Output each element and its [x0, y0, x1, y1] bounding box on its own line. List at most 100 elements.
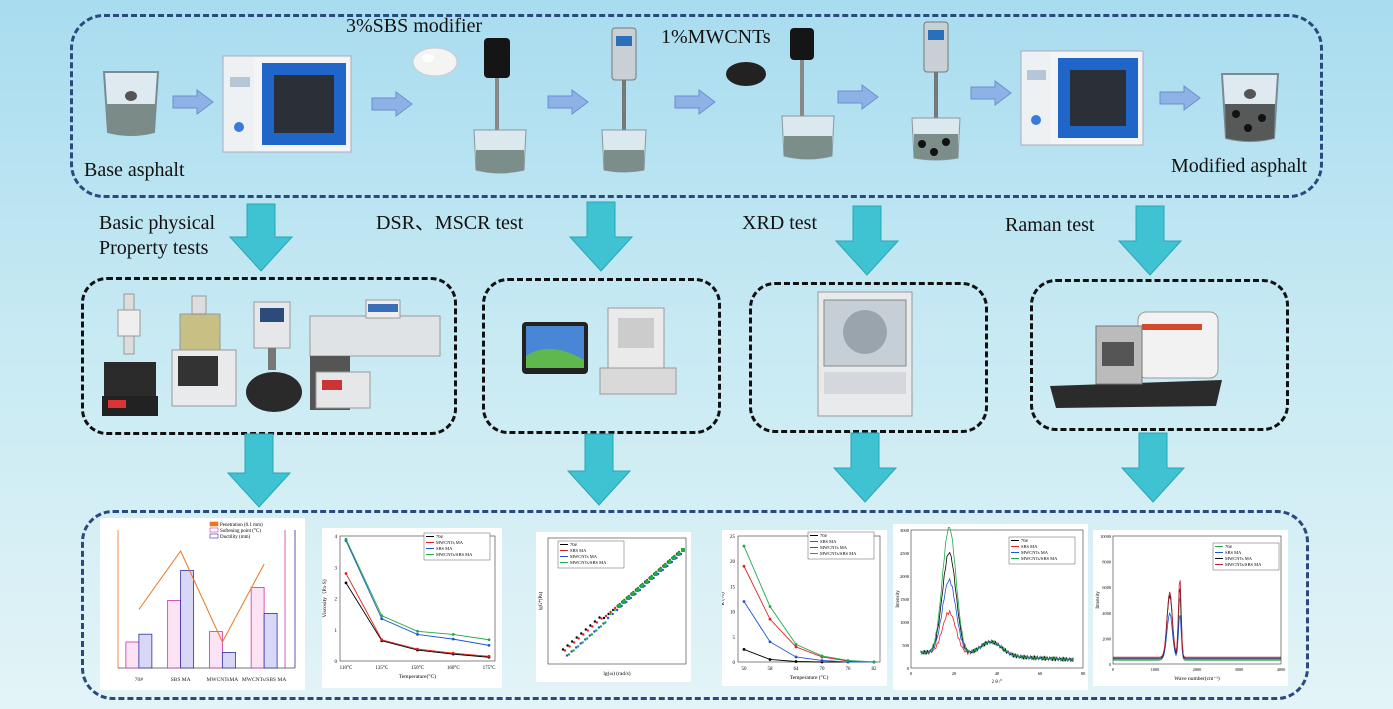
tick-label: 15	[730, 585, 736, 590]
arrow-icon	[172, 89, 214, 115]
data-point	[586, 637, 589, 640]
legend-label: 70#	[820, 533, 828, 538]
bar	[138, 633, 153, 669]
data-point	[582, 633, 585, 636]
data-point	[561, 648, 565, 651]
tick-label: 2	[335, 598, 338, 603]
arrow-icon	[371, 91, 413, 117]
data-point	[570, 640, 574, 643]
tick-label: 175°C	[483, 666, 496, 671]
data-point	[591, 625, 594, 628]
data-point	[568, 645, 571, 648]
ductility-meter-icon	[246, 301, 302, 412]
legend-label: MWCNTs/SBS MA	[570, 560, 607, 565]
data-point	[581, 641, 584, 644]
mwcnt-label: 1%MWCNTs	[661, 26, 771, 48]
bar	[180, 570, 195, 669]
softening-point-icon	[171, 295, 237, 407]
tick-label: 20	[952, 671, 957, 676]
legend-label: 70#	[570, 542, 578, 547]
sbs-label: 3%SBS modifier	[346, 15, 483, 37]
data-point	[606, 616, 610, 620]
data-point	[613, 608, 616, 612]
xrd-box	[749, 282, 988, 433]
data-point	[676, 552, 681, 556]
down-arrow-icon	[228, 203, 294, 272]
series-line	[1113, 611, 1281, 660]
mixer-icon	[473, 38, 527, 174]
legend-label: Softening point (°C)	[220, 529, 261, 534]
tick-label: 40	[995, 671, 1000, 676]
legend-box	[1212, 542, 1280, 571]
legend-label: Penetration (0.1 mm)	[220, 523, 263, 528]
series-line	[1113, 588, 1281, 659]
down-arrow-icon	[832, 432, 898, 503]
results-frame	[81, 510, 1309, 700]
legend-label: SBS MA	[570, 548, 587, 553]
tick-label: 60	[1038, 671, 1043, 676]
data-point	[653, 572, 658, 576]
series-line	[743, 648, 874, 663]
data-point	[604, 614, 608, 618]
tick-label: 0	[1109, 662, 1111, 667]
y-axis-label: Viscosity（Pa·S)	[322, 579, 328, 617]
tick-label: 0	[910, 671, 913, 676]
data-point	[584, 638, 587, 641]
tick-label: 1000	[1151, 667, 1160, 672]
tick-label: MWCNTsMA	[207, 677, 239, 683]
series-line	[743, 601, 874, 663]
data-point	[626, 596, 631, 600]
tick-label: 2000	[1102, 636, 1111, 641]
data-point	[593, 630, 596, 633]
legend-swatch	[209, 527, 219, 533]
series-line	[345, 540, 490, 646]
data-point	[588, 634, 591, 637]
stirrer-icon	[601, 27, 647, 173]
data-point	[671, 556, 676, 560]
tick-label: 10	[730, 611, 736, 616]
plot-area	[339, 535, 496, 662]
data-point	[667, 560, 672, 564]
chart-basic-properties: Penetration (0.1 mm)Softening point (°C)…	[100, 518, 305, 690]
data-point	[579, 642, 582, 645]
series-line	[345, 538, 490, 641]
tick-label: 1	[335, 629, 338, 634]
tick-label: 8000	[1102, 560, 1111, 565]
tick-label: 70#	[135, 677, 144, 683]
data-point	[604, 621, 607, 624]
sbs-powder-icon	[412, 47, 458, 77]
data-point	[572, 641, 576, 644]
data-point	[681, 548, 685, 552]
plot-area	[547, 537, 687, 665]
data-point	[580, 632, 583, 635]
tick-label: 1000	[900, 620, 910, 625]
tick-label: 110°C	[340, 666, 353, 671]
down-arrow-icon	[568, 201, 634, 272]
data-point	[595, 629, 598, 632]
legend-box	[1008, 536, 1076, 565]
tick-label: 20	[730, 560, 736, 565]
legend-label: Ductility (mm)	[220, 535, 250, 540]
bar	[167, 600, 182, 669]
raman-box	[1030, 279, 1289, 431]
tick-label: 135°C	[375, 666, 388, 671]
base-asphalt-label: Base asphalt	[84, 159, 185, 181]
legend-label: MWCNTs/SBS MA	[820, 551, 857, 556]
oven-icon	[1020, 50, 1144, 146]
tick-label: 4	[335, 535, 338, 540]
legend-label: SBS MA	[1021, 544, 1038, 549]
tick-label: 10000	[1100, 534, 1111, 539]
data-point	[599, 625, 603, 628]
series-line	[1113, 592, 1281, 661]
data-point	[597, 626, 601, 629]
legend-swatch	[209, 533, 219, 539]
plot-area	[1112, 535, 1282, 665]
series-line	[920, 526, 1074, 663]
data-point	[611, 612, 614, 616]
legend-label: 70#	[1021, 538, 1029, 543]
x-axis-label: Wave number(cm⁻¹)	[1174, 675, 1220, 682]
